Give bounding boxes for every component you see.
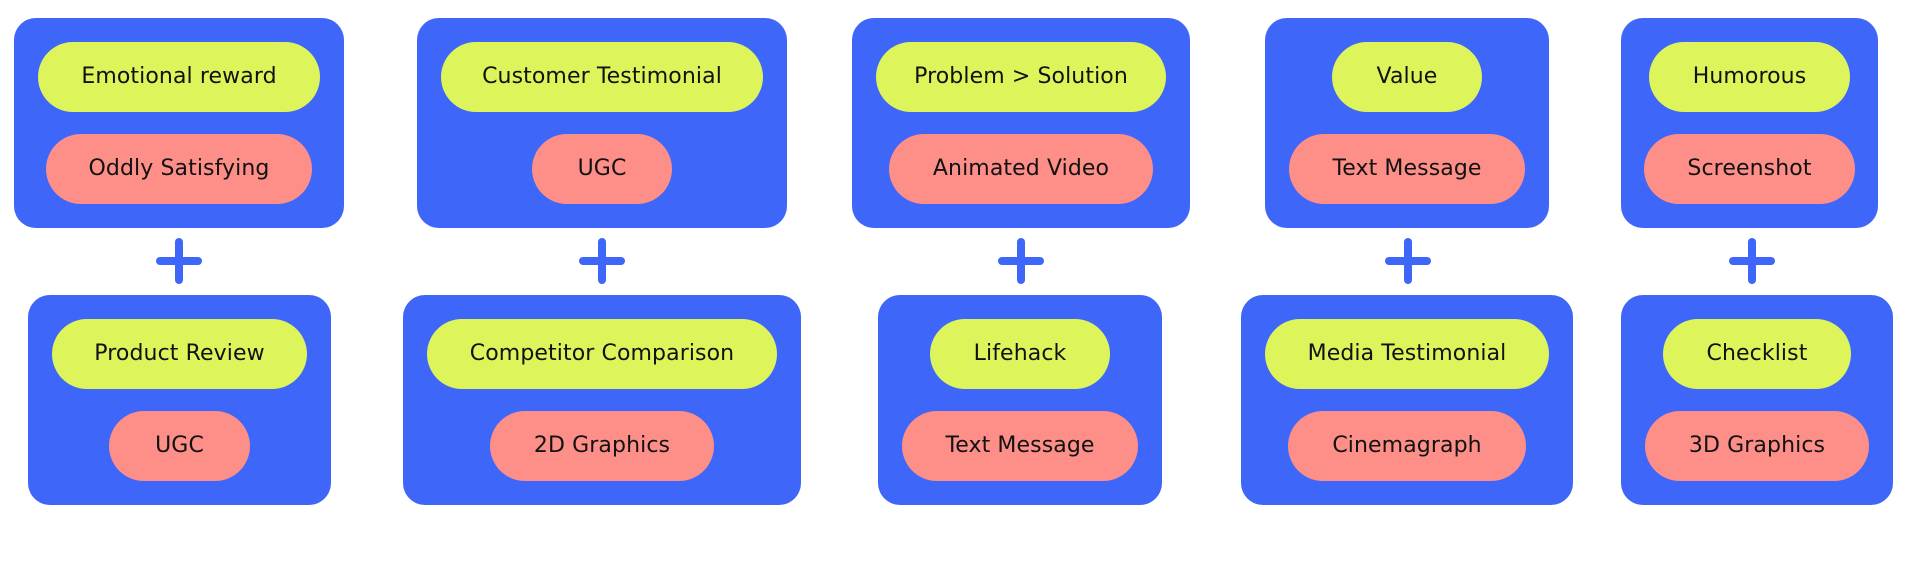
format-pill: Oddly Satisfying [46,134,312,204]
plus-icon [1385,238,1431,284]
top-card-4: Value Text Message [1265,18,1549,228]
top-card-3: Problem > Solution Animated Video [852,18,1190,228]
theme-pill: Customer Testimonial [441,42,763,112]
top-card-1: Emotional reward Oddly Satisfying [14,18,344,228]
format-pill: Animated Video [889,134,1153,204]
plus-icon [579,238,625,284]
bottom-card-2: Competitor Comparison 2D Graphics [403,295,801,505]
bottom-card-1: Product Review UGC [28,295,331,505]
top-card-5: Humorous Screenshot [1621,18,1878,228]
format-pill: Text Message [902,411,1138,481]
theme-pill: Problem > Solution [876,42,1166,112]
format-pill: 2D Graphics [490,411,714,481]
format-pill: UGC [109,411,250,481]
theme-pill: Checklist [1663,319,1851,389]
format-pill: Cinemagraph [1288,411,1526,481]
format-pill: UGC [532,134,672,204]
bottom-card-3: Lifehack Text Message [878,295,1162,505]
top-card-2: Customer Testimonial UGC [417,18,787,228]
theme-pill: Value [1332,42,1482,112]
plus-icon [1729,238,1775,284]
theme-pill: Media Testimonial [1265,319,1549,389]
theme-pill: Lifehack [930,319,1110,389]
theme-pill: Product Review [52,319,307,389]
theme-pill: Humorous [1649,42,1850,112]
theme-pill: Emotional reward [38,42,320,112]
plus-icon [998,238,1044,284]
theme-pill: Competitor Comparison [427,319,777,389]
format-pill: Text Message [1289,134,1525,204]
format-pill: Screenshot [1644,134,1855,204]
bottom-card-4: Media Testimonial Cinemagraph [1241,295,1573,505]
format-pill: 3D Graphics [1645,411,1869,481]
plus-icon [156,238,202,284]
bottom-card-5: Checklist 3D Graphics [1621,295,1893,505]
